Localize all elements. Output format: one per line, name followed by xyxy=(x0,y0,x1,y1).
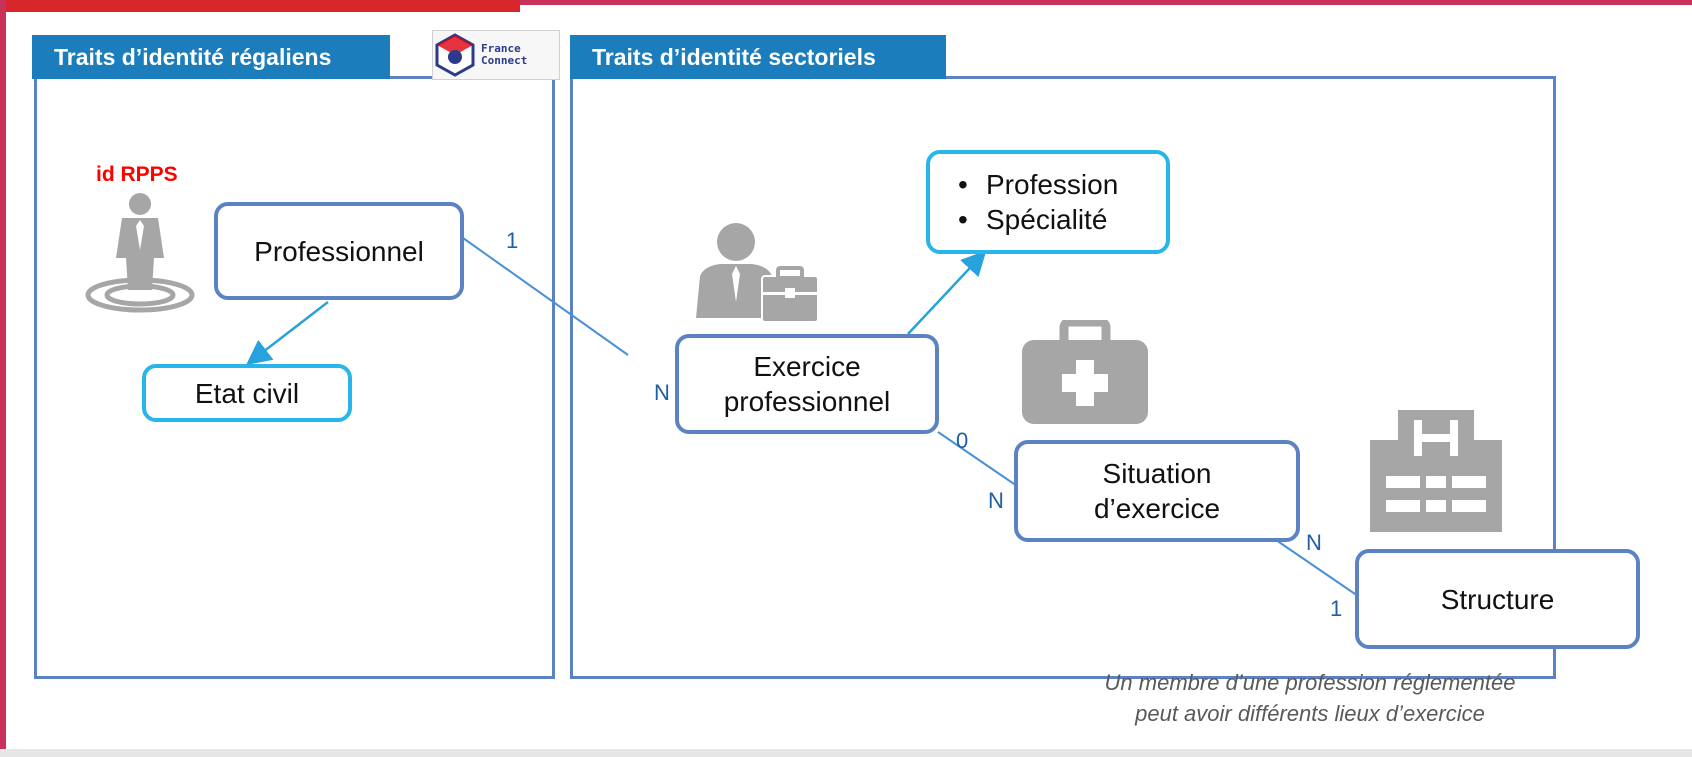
profession-list: Profession Spécialité xyxy=(958,167,1118,237)
node-professionnel: Professionnel xyxy=(214,202,464,300)
medical-kit-icon xyxy=(1022,320,1148,424)
person-target-icon xyxy=(85,193,195,313)
left-panel-header: Traits d’identité régaliens xyxy=(32,35,390,79)
top-border xyxy=(520,0,1692,5)
situation-line1: Situation xyxy=(1102,458,1212,489)
cardinality-situation-target: N xyxy=(988,488,1004,513)
right-panel-header: Traits d’identité sectoriels xyxy=(570,35,946,79)
arrow-exercice-profession xyxy=(907,250,987,335)
id-rpps-label: id RPPS xyxy=(96,163,178,186)
france-connect-mark-icon xyxy=(435,33,475,77)
cardinality-situation-source: N xyxy=(1306,530,1322,555)
left-border xyxy=(0,0,6,757)
situation-line2: d’exercice xyxy=(1093,493,1221,524)
top-red-bar xyxy=(0,0,520,12)
footnote-line2: peut avoir différents lieux d’exercice xyxy=(1135,700,1485,726)
node-situation-exercice: Situation d’exercice xyxy=(1014,440,1300,542)
cardinality-prof-source: 1 xyxy=(506,228,519,253)
hospital-building-icon xyxy=(1370,410,1502,532)
exercice-line1: Exercice xyxy=(753,351,861,382)
logo-line1: France xyxy=(481,41,521,55)
specialite-item: Spécialité xyxy=(958,202,1118,237)
right-panel xyxy=(570,76,1556,679)
connector-situation-structure xyxy=(1275,539,1359,597)
arrow-prof-etatcivil xyxy=(246,301,329,366)
france-connect-logo: France Connect xyxy=(432,30,560,80)
node-exercice-professionnel: Exercice professionnel xyxy=(675,334,939,434)
logo-line2: Connect xyxy=(481,54,528,67)
cardinality-exercice-target: N xyxy=(654,380,670,405)
businessman-briefcase-icon xyxy=(696,223,819,323)
structure-label: Structure xyxy=(1440,583,1555,615)
profession-item: Profession xyxy=(958,167,1118,202)
exercice-line2: professionnel xyxy=(723,386,891,417)
node-profession-specialite: Profession Spécialité xyxy=(926,150,1170,254)
bottom-border xyxy=(0,749,1692,757)
node-structure: Structure xyxy=(1355,549,1640,649)
footnote: Un membre d’une profession réglementée p… xyxy=(1040,668,1580,730)
footnote-line1: Un membre d’une profession réglementée xyxy=(1104,670,1516,695)
node-etat-civil: Etat civil xyxy=(142,364,352,422)
connector-prof-exercice xyxy=(462,237,629,356)
connector-exercice-situation xyxy=(937,431,1018,487)
cardinality-exercice-source: 0 xyxy=(956,428,969,453)
cardinality-structure-target: 1 xyxy=(1330,596,1343,621)
